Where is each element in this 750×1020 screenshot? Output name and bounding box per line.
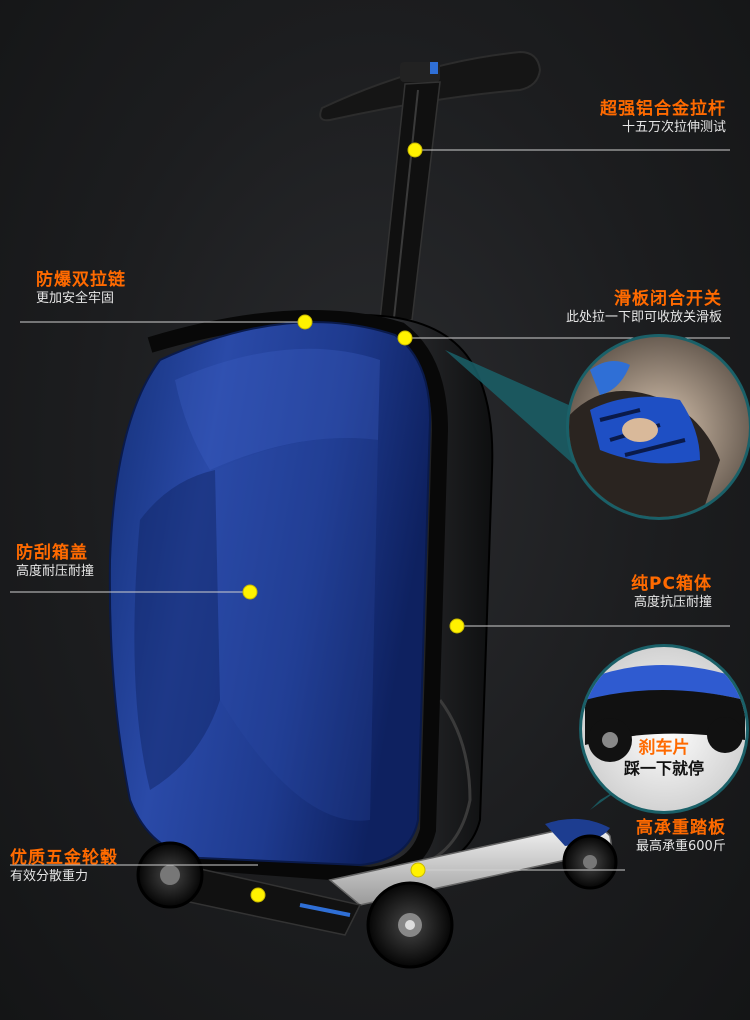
handle-accent [430,62,438,74]
marker-wheel [250,887,266,903]
callout-pc-body-sub: 高度抗压耐撞 [633,595,712,610]
marker-switch [397,330,413,346]
brake-inset-photo [582,647,746,811]
marker-lid [242,584,258,600]
callout-switch-title: 滑板闭合开关 [614,289,722,309]
switch-inset-connector [445,350,580,470]
callout-pc-body: 纯PC箱体 高度抗压耐撞 [631,574,712,612]
feature-markers [242,142,465,903]
callout-wheel-sub: 有效分散重力 [10,869,89,884]
callout-handle: 超强铝合金拉杆 十五万次拉伸测试 [600,99,726,137]
callout-wheel: 优质五金轮毂 有效分散重力 [10,848,118,886]
callout-pedal-title: 高承重踏板 [636,818,726,838]
callout-wheel-title: 优质五金轮毂 [10,848,118,868]
marker-pedal [410,862,426,878]
callout-zipper-title: 防爆双拉链 [36,270,126,290]
callout-handle-sub: 十五万次拉伸测试 [621,120,726,135]
callout-handle-title: 超强铝合金拉杆 [600,99,726,119]
marker-pc-body [449,618,465,634]
callout-zipper: 防爆双拉链 更加安全牢固 [36,270,126,308]
callout-zipper-sub: 更加安全牢固 [36,291,115,306]
callout-pedal-sub: 最高承重600斤 [636,839,726,854]
callout-pc-body-title: 纯PC箱体 [631,574,712,594]
callout-lid-sub: 高度耐压耐撞 [16,564,95,579]
brake-inset-title: 刹车片 [638,738,690,758]
brake-inset-label: 刹车片 踩一下就停 [612,738,716,780]
callout-lines [10,149,730,871]
callout-lid: 防刮箱盖 高度耐压耐撞 [16,543,94,581]
brake-inset-sub: 踩一下就停 [623,759,704,778]
callout-switch-sub: 此处拉一下即可收放关滑板 [565,310,722,325]
callout-lid-title: 防刮箱盖 [16,543,88,563]
switch-inset-photo [569,337,749,517]
marker-zipper [297,314,313,330]
callout-pedal: 高承重踏板 最高承重600斤 [636,818,726,856]
telescopic-pole [379,81,441,321]
marker-handle [407,142,423,158]
callout-switch: 滑板闭合开关 此处拉一下即可收放关滑板 [566,289,722,327]
zipper-seam [147,310,449,884]
